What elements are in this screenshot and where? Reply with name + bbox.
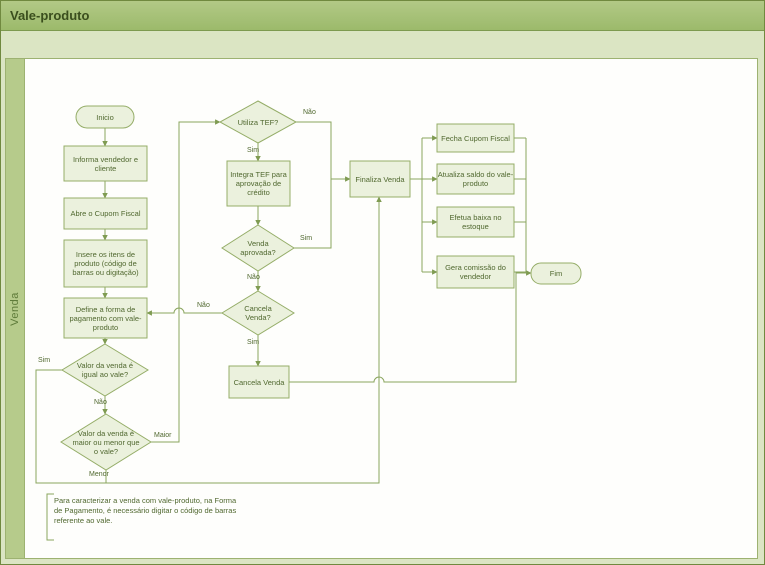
- node-label: Efetua baixa no estoque: [449, 213, 502, 231]
- node-define[interactable]: Define a forma de pagamento com vale-pro…: [64, 298, 147, 338]
- node-valor-igual[interactable]: Valor da venda é igual ao vale?: [62, 344, 148, 396]
- node-label: Venda aprovada?: [240, 239, 276, 257]
- node-label: Fecha Cupom Fiscal: [441, 133, 510, 143]
- annotation-note-text: Para caracterizar a venda com vale-produ…: [54, 496, 237, 526]
- node-cancela-venda[interactable]: Cancela Venda: [229, 366, 289, 398]
- edge-label-tef-sim: Sim: [247, 147, 260, 154]
- node-label: Abre o Cupom Fiscal: [70, 209, 141, 218]
- node-valor-maior-menor[interactable]: Valor da venda é maior ou menor que o va…: [61, 414, 151, 470]
- edge-label-maior: Maior: [154, 432, 172, 439]
- node-efetua-baixa[interactable]: Efetua baixa no estoque: [437, 207, 514, 237]
- node-cancela-venda-q[interactable]: Cancela Venda?: [222, 291, 294, 335]
- node-label: Fim: [549, 269, 563, 278]
- swimlane-label: Venda: [9, 291, 21, 326]
- page-title: Vale-produto: [10, 8, 90, 23]
- node-gera-comissao[interactable]: Gera comissão do vendedor: [437, 256, 514, 288]
- node-label: Integra TEF para aprovação de crédito: [230, 170, 287, 197]
- edge-label-aprovada-sim: Sim: [300, 235, 313, 242]
- edge-label-aprovada-nao: Não: [247, 274, 260, 281]
- edge-label-tef-nao: Não: [303, 109, 316, 116]
- node-label: Informa vendedor e cliente: [72, 154, 139, 173]
- node-integra-tef[interactable]: Integra TEF para aprovação de crédito: [227, 161, 290, 206]
- node-label: Gera comissão do vendedor: [445, 263, 506, 281]
- node-label: Define a forma de pagamento com vale-pro…: [69, 304, 142, 332]
- node-informa[interactable]: Informa vendedor e cliente: [64, 146, 147, 181]
- node-label: Valor da venda é igual ao vale?: [76, 361, 134, 379]
- swimlane-venda: Venda: [6, 59, 25, 558]
- edge-label-cancela-nao: Não: [197, 302, 210, 309]
- node-abre[interactable]: Abre o Cupom Fiscal: [64, 198, 147, 229]
- node-insere[interactable]: Insere os itens de produto (código de ba…: [64, 240, 147, 287]
- node-fim[interactable]: Fim: [531, 263, 581, 284]
- node-utiliza-tef[interactable]: Utiliza TEF?: [220, 101, 296, 143]
- node-finaliza[interactable]: Finaliza Venda: [350, 161, 410, 197]
- node-label: Cancela Venda: [233, 377, 285, 387]
- node-label: Inicio: [96, 112, 114, 122]
- node-atualiza-saldo[interactable]: Atualiza saldo do vale-produto: [437, 164, 514, 194]
- edge-label-cancela-sim: Sim: [247, 339, 260, 346]
- node-label: Finaliza Venda: [355, 174, 405, 184]
- node-label: Cancela Venda?: [244, 304, 272, 322]
- node-fecha-cupom[interactable]: Fecha Cupom Fiscal: [437, 124, 514, 152]
- edge-label-igual-nao: Não: [94, 399, 107, 406]
- title-bar: Vale-produto: [1, 1, 764, 31]
- node-label: Valor da venda é maior ou menor que o va…: [72, 428, 140, 456]
- edge-label-menor: Menor: [89, 471, 109, 478]
- node-label: Atualiza saldo do vale-produto: [437, 170, 514, 188]
- annotation-note: Para caracterizar a venda com vale-produ…: [47, 493, 245, 540]
- node-label: Utiliza TEF?: [237, 117, 279, 127]
- node-inicio[interactable]: Inicio: [76, 106, 134, 128]
- edge-label-igual-sim: Sim: [38, 357, 51, 364]
- node-label: Insere os itens de produto (código de ba…: [72, 250, 139, 277]
- node-venda-aprovada[interactable]: Venda aprovada?: [222, 225, 294, 271]
